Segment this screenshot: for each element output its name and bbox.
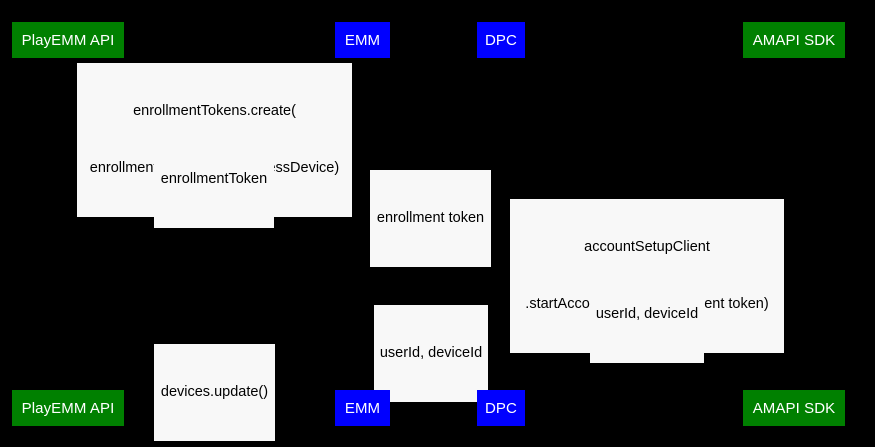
lifeline-amapi-sdk: [794, 58, 795, 390]
lifeline-emm: [362, 58, 363, 390]
lifeline-playemm-api: [68, 58, 69, 390]
message-line-1a: enrollmentTokens.create(: [133, 103, 296, 119]
actor-label-dpc-bottom: DPC: [485, 399, 517, 417]
actor-amapi-sdk-top[interactable]: AMAPI SDK: [743, 22, 845, 58]
actor-playemm-api-bottom[interactable]: PlayEMM API: [12, 390, 124, 426]
actor-emm-top[interactable]: EMM: [335, 22, 390, 58]
actor-label-amapi-sdk-top: AMAPI SDK: [752, 31, 836, 49]
actor-playemm-api-top[interactable]: PlayEMM API: [12, 22, 124, 58]
actor-label-playemm-api-top: PlayEMM API: [21, 31, 115, 49]
message-line-7a: devices.update(): [160, 384, 269, 400]
message-line-5a: userId, deviceId: [595, 306, 699, 322]
actor-dpc-top[interactable]: DPC: [477, 22, 525, 58]
actor-label-emm-bottom: EMM: [344, 399, 381, 417]
message-line-3a: enrollment token: [376, 210, 485, 226]
actor-label-amapi-sdk-bottom: AMAPI SDK: [752, 399, 836, 417]
actor-dpc-bottom[interactable]: DPC: [477, 390, 525, 426]
message-label-6: userId, deviceId: [374, 305, 488, 402]
lifeline-dpc: [501, 58, 502, 390]
message-label-2: enrollmentToken: [154, 131, 274, 228]
message-label-5: userId, deviceId: [590, 266, 704, 363]
actor-label-playemm-api-bottom: PlayEMM API: [21, 399, 115, 417]
actor-label-emm-top: EMM: [344, 31, 381, 49]
message-line-2a: enrollmentToken: [160, 171, 268, 187]
message-line-4a: accountSetupClient: [584, 239, 710, 255]
message-line-6a: userId, deviceId: [379, 345, 483, 361]
actor-label-dpc-top: DPC: [485, 31, 517, 49]
message-label-3: enrollment token: [370, 170, 491, 267]
message-label-7: devices.update(): [154, 344, 275, 441]
actor-emm-bottom[interactable]: EMM: [335, 390, 390, 426]
actor-amapi-sdk-bottom[interactable]: AMAPI SDK: [743, 390, 845, 426]
